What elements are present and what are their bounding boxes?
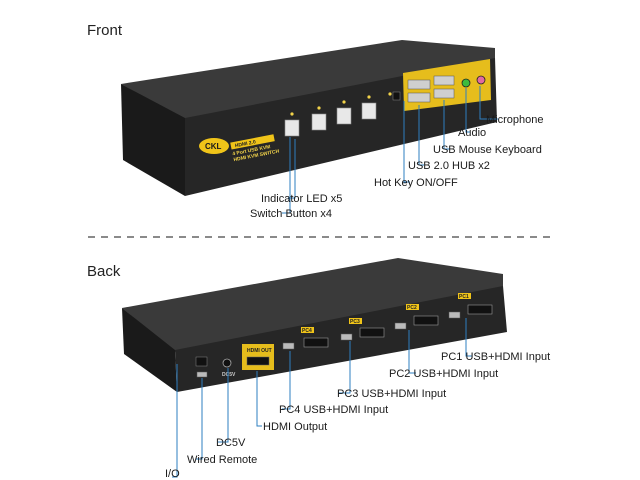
indicator-led <box>317 106 321 110</box>
back-leader-lines <box>172 318 472 478</box>
usb-hub-port-2 <box>407 92 431 103</box>
pc2-badge-text: PC2 <box>407 305 417 311</box>
label-indicator-led: Indicator LED x5 <box>261 193 342 205</box>
switch-button-4 <box>361 102 377 120</box>
label-switch-button: Switch Button x4 <box>250 208 332 220</box>
usb-mouse-port <box>433 88 455 99</box>
panel-text-1: HDMI 2.0 <box>234 139 256 149</box>
pc2-usb-port <box>394 322 407 330</box>
wired-remote-port <box>196 371 208 378</box>
indicator-led <box>367 95 371 99</box>
pc4-badge-text: PC4 <box>302 328 312 334</box>
front-device: CKL HDMI 2.0 4 Port USB KVM HDMI KVM SWI… <box>121 40 497 196</box>
indicator-led <box>388 92 392 96</box>
pc3-badge-text: PC3 <box>350 319 360 325</box>
hdmi-out-text: HDMI OUT <box>247 348 272 354</box>
label-pc3: PC3 USB+HDMI Input <box>337 388 446 400</box>
pc2-badge <box>406 304 419 310</box>
pc3-hdmi-port <box>359 327 385 338</box>
hdmi-out-port <box>246 356 270 366</box>
label-pc1: PC1 USB+HDMI Input <box>441 351 550 363</box>
pc1-badge-text: PC1 <box>459 294 469 300</box>
label-pc2: PC2 USB+HDMI Input <box>389 368 498 380</box>
microphone-jack <box>476 75 486 85</box>
audio-jack <box>461 78 471 88</box>
label-dc5v: DC5V <box>216 437 246 449</box>
indicator-led <box>290 112 294 116</box>
usb-hub-port-1 <box>407 79 431 90</box>
label-hdmi-output: HDMI Output <box>263 421 327 433</box>
label-pc4: PC4 USB+HDMI Input <box>279 404 388 416</box>
io-switch <box>195 356 208 367</box>
pc1-badge <box>458 293 471 299</box>
front-leader-lines <box>282 86 498 214</box>
pc4-usb-port <box>282 342 295 350</box>
label-wired-remote: Wired Remote <box>187 454 257 466</box>
pc3-badge <box>349 318 362 324</box>
switch-button-3 <box>336 107 352 125</box>
label-usb-hub: USB 2.0 HUB x2 <box>408 160 490 172</box>
pc3-usb-port <box>340 333 353 341</box>
label-usb-mouse-keyboard: USB Mouse Keyboard <box>433 144 542 156</box>
indicator-led <box>342 100 346 104</box>
pc1-usb-port <box>448 311 461 319</box>
hot-key-switch <box>392 91 401 101</box>
label-microphone: Microphone <box>486 114 543 126</box>
dc5v-text: DC5V <box>222 372 236 378</box>
back-device: HDMI OUT DC5V PC4 PC3 PC2 PC1 <box>122 258 507 392</box>
dc5v-port <box>222 358 232 368</box>
front-section-title: Front <box>87 22 123 39</box>
switch-button-2 <box>311 113 327 131</box>
back-section-title: Back <box>87 263 121 280</box>
label-io: I/O <box>165 468 180 480</box>
pc4-badge <box>301 327 314 333</box>
switch-button-1 <box>284 119 300 137</box>
label-hot-key: Hot Key ON/OFF <box>374 177 458 189</box>
brand-logo-text: CKL <box>205 142 222 151</box>
pc1-hdmi-port <box>467 304 493 315</box>
label-audio: Audio <box>458 127 486 139</box>
pc4-hdmi-port <box>303 337 329 348</box>
usb-keyboard-port <box>433 75 455 86</box>
pc2-hdmi-port <box>413 315 439 326</box>
brand-logo <box>199 138 229 154</box>
